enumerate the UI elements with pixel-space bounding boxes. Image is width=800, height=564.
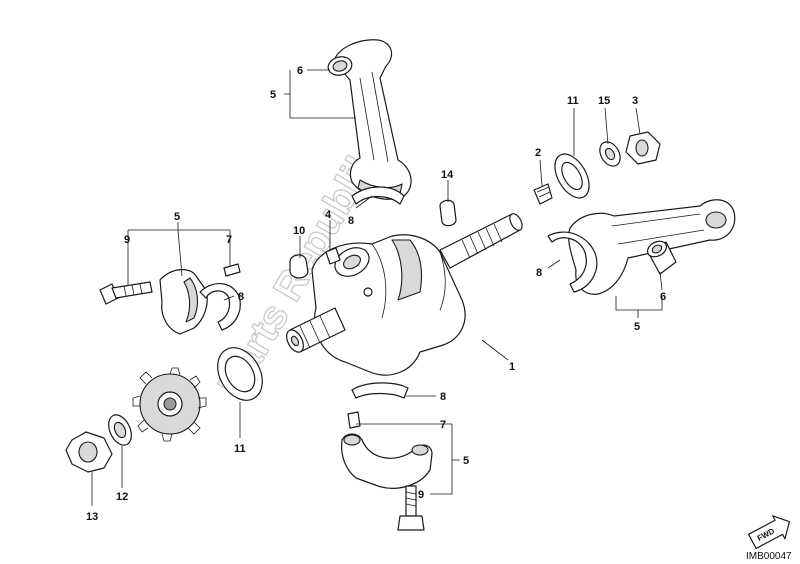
bearing-shell-bottom-part[interactable] xyxy=(351,382,409,399)
callouts: 6 5 8 14 4 10 5 9 7 8 11 15 3 2 8 6 5 1 … xyxy=(86,65,666,523)
plug-10-part[interactable] xyxy=(289,254,309,279)
washer-15-part[interactable] xyxy=(596,138,625,170)
callout-15: 15 xyxy=(598,95,610,107)
callout-14: 14 xyxy=(441,169,454,181)
bolt-left-part[interactable] xyxy=(99,281,153,305)
callout-9-bottom: 9 xyxy=(418,489,424,501)
crankshaft-part[interactable] xyxy=(283,212,524,376)
leader-lines xyxy=(91,69,663,506)
callout-11-left: 11 xyxy=(234,443,246,455)
diagram-code: IMB00047 xyxy=(746,551,792,562)
callout-3: 3 xyxy=(632,95,638,107)
bearing-shell-top-part[interactable] xyxy=(351,186,405,205)
nut-3-part[interactable] xyxy=(625,131,661,165)
small-end-bushing-right-part[interactable] xyxy=(645,238,677,275)
washer-12-part[interactable] xyxy=(104,411,136,448)
bolt-bottom-part[interactable] xyxy=(397,485,425,531)
callout-6-right: 6 xyxy=(660,291,666,303)
bearing-shell-right-part[interactable] xyxy=(547,231,598,293)
callout-8-left: 8 xyxy=(238,291,244,303)
thrust-washer-right-part[interactable] xyxy=(548,148,596,204)
nut-13-part[interactable] xyxy=(65,431,113,473)
callout-8-right: 8 xyxy=(536,267,542,279)
callout-5-top: 5 xyxy=(270,89,276,101)
bearing-cap-left-part[interactable] xyxy=(159,269,208,335)
plug-14-part[interactable] xyxy=(439,199,457,227)
bearing-cap-bottom-part[interactable] xyxy=(341,433,433,489)
dowel-pin-2-part[interactable] xyxy=(533,183,553,205)
callout-5-left: 5 xyxy=(174,211,180,223)
callout-5-bottom: 5 xyxy=(463,455,469,467)
callout-7-bottom: 7 xyxy=(440,419,446,431)
callout-9-left: 9 xyxy=(124,234,130,246)
dowel-4-part[interactable] xyxy=(325,247,341,265)
callout-11-right: 11 xyxy=(567,95,579,107)
fwd-arrow-icon: FWD xyxy=(747,515,791,550)
pin-left-part[interactable] xyxy=(223,263,241,277)
bearing-shell-left-part[interactable] xyxy=(199,283,241,331)
callout-13: 13 xyxy=(86,511,98,523)
callout-2: 2 xyxy=(535,147,541,159)
callout-1: 1 xyxy=(509,361,515,373)
pin-bottom-part[interactable] xyxy=(347,411,361,429)
timing-gear-part[interactable] xyxy=(132,367,207,442)
callout-8-bottom: 8 xyxy=(440,391,446,403)
callout-12: 12 xyxy=(116,491,128,503)
callout-5-right: 5 xyxy=(634,321,640,333)
callout-8-top: 8 xyxy=(348,215,354,227)
callout-6-top: 6 xyxy=(297,65,303,77)
callout-7-left: 7 xyxy=(226,234,232,246)
thrust-washer-left-part[interactable] xyxy=(209,340,272,408)
callout-10: 10 xyxy=(293,225,305,237)
callout-4: 4 xyxy=(325,209,332,221)
